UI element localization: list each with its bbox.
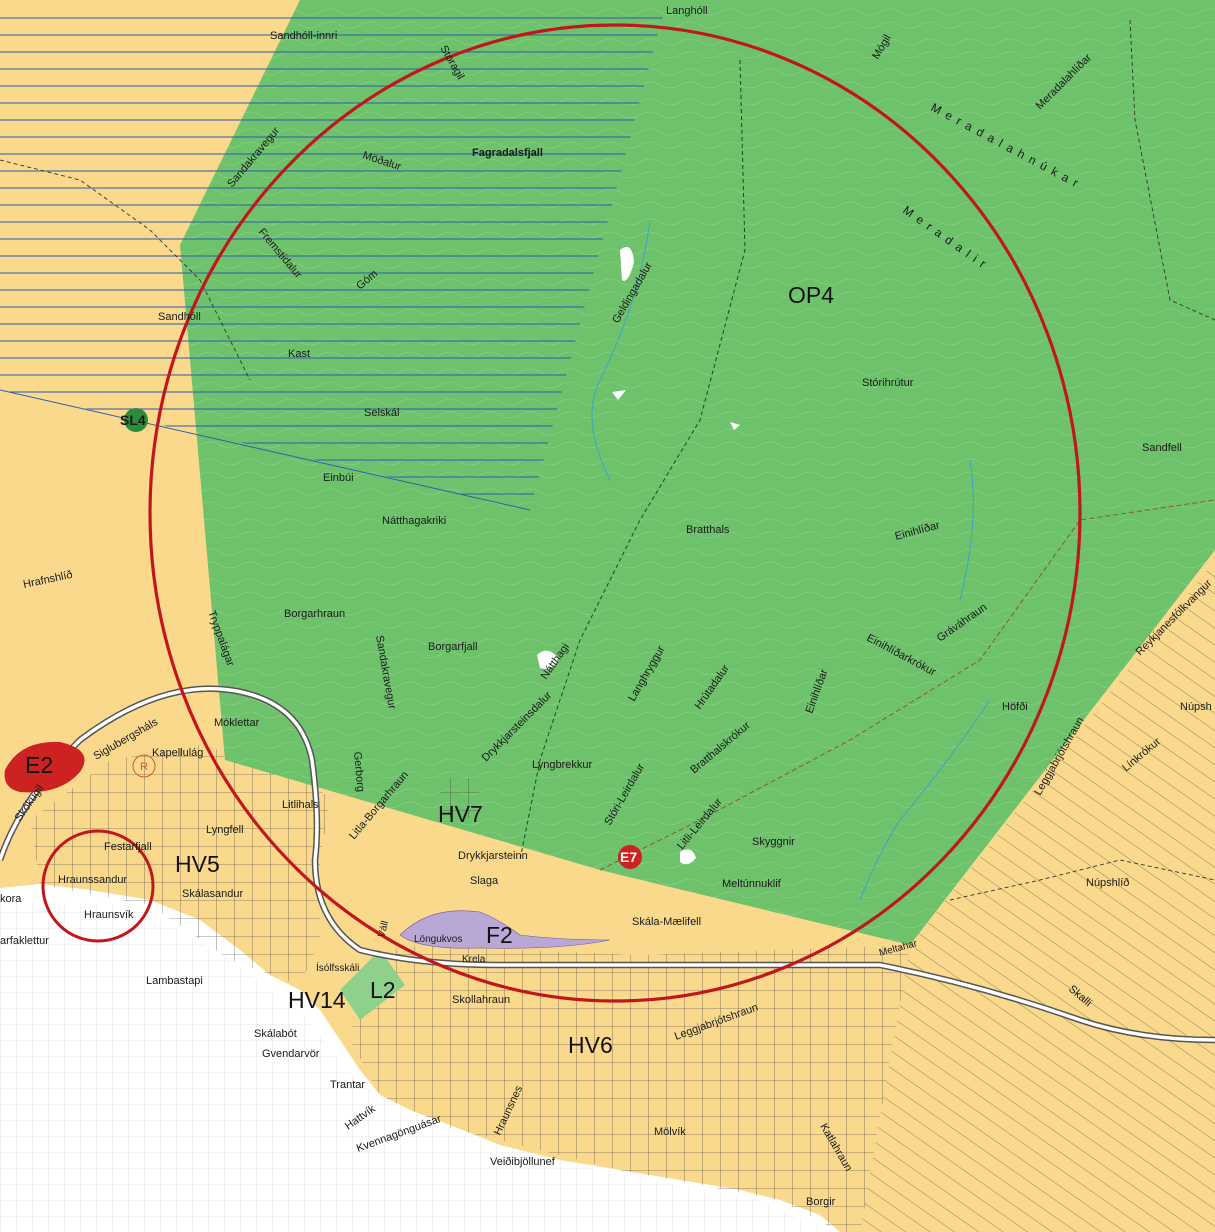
place-label: Skollahraun	[452, 994, 510, 1006]
place-label: Trantar	[330, 1079, 365, 1091]
place-label: Gvendarvör	[262, 1048, 320, 1060]
place-label: Meltúnnuklif	[722, 878, 782, 890]
place-label: Kapellulág	[152, 747, 203, 759]
place-label: Skálabót	[254, 1028, 297, 1040]
place-label: Ísólfsskáli	[316, 961, 359, 974]
r-symbol: R	[140, 761, 148, 773]
place-label: Nátthagakriki	[382, 515, 446, 527]
snow-patch	[730, 422, 740, 430]
stream	[591, 219, 651, 481]
place-label: Gerborg	[351, 751, 366, 792]
marker-r[interactable]	[132, 754, 156, 778]
place-label: Skála-Mælifell	[632, 916, 701, 928]
trail	[949, 859, 1215, 901]
zone-hv6-area	[350, 945, 910, 1232]
place-label: Selskál	[364, 407, 399, 419]
zone-label-hv5: HV5	[175, 851, 220, 877]
place-label: Núpshlíð	[1086, 877, 1129, 889]
highlight-circle-small	[41, 829, 155, 943]
place-label: Lambastapi	[146, 975, 203, 987]
zone-label-e7: E7	[620, 849, 637, 865]
marker-e7[interactable]	[618, 845, 642, 869]
zone-label-hv6: HV6	[568, 1032, 613, 1058]
zone-label-op4: OP4	[788, 282, 834, 308]
place-label: Lyngfell	[206, 824, 244, 836]
zone-label-hv7: HV7	[438, 801, 483, 827]
snow-patch	[537, 650, 558, 669]
place-label: Krela	[462, 954, 486, 965]
place-label: Litlihals	[282, 799, 319, 811]
trail	[0, 159, 251, 381]
trail	[519, 59, 746, 861]
zone-label-e2: E2	[25, 752, 53, 778]
place-label: Hraunsvík	[84, 909, 134, 921]
place-label: Veiðibjöllunef	[490, 1156, 556, 1168]
zone-hv7-area	[440, 778, 480, 818]
place-label: Skálasandur	[182, 888, 243, 900]
place-label: Einbúi	[323, 472, 354, 484]
zone-label-f2: F2	[486, 922, 513, 948]
place-label: Sandfell	[1142, 442, 1182, 454]
place-label: Mölvík	[654, 1126, 686, 1138]
place-label: Móklettar	[214, 717, 260, 729]
place-label: Borgarfjall	[428, 641, 478, 653]
reserve-hatch-east	[860, 560, 1215, 1232]
place-label: Festarfjall	[104, 841, 152, 853]
place-label: Fagradalsfjall	[472, 147, 543, 159]
place-label: Löngukvos	[414, 934, 462, 945]
place-label: Borgarhraun	[284, 608, 345, 620]
road-inner	[0, 686, 1215, 1042]
zone-hv5-area	[30, 745, 330, 985]
place-label: Kast	[288, 348, 310, 360]
sea-grid	[0, 900, 830, 1232]
place-label: Sandhóll	[158, 311, 201, 323]
place-label: arfaklettur	[0, 935, 49, 947]
stream	[859, 699, 991, 901]
place-label: Núpsh (Vest	[1180, 701, 1215, 713]
zone-label-l2: L2	[370, 977, 396, 1003]
place-label: Stórihrútur	[862, 377, 914, 389]
place-label: Hraunssandur	[58, 874, 127, 886]
place-label: kora	[0, 893, 22, 905]
place-label: Bratthals	[686, 524, 730, 536]
zone-e2-area	[4, 741, 85, 793]
zone-l2-area	[340, 950, 405, 1020]
place-label: Slaga	[470, 875, 499, 887]
zone-label-hv14: HV14	[288, 987, 346, 1013]
place-label: Borgir	[806, 1196, 836, 1208]
place-label: Skyggnir	[752, 836, 795, 848]
place-label: Höfði	[1002, 701, 1028, 713]
trail	[1129, 19, 1215, 321]
highlight-circle-large	[148, 23, 1082, 1003]
zone-label-sl4: SL4	[120, 412, 146, 428]
stream	[959, 459, 974, 601]
hatch-boundary	[0, 389, 531, 511]
place-label: Langhóll	[666, 5, 708, 17]
place-label: Sandhóll-innri	[270, 30, 337, 42]
marker-sl4[interactable]	[124, 408, 148, 432]
place-label: Drykkjarsteinn	[458, 850, 528, 862]
place-label: Lyngbrekkur	[532, 759, 592, 771]
place-label: Váll	[376, 920, 391, 939]
snow-patch	[680, 849, 696, 865]
snow-patch	[612, 390, 626, 400]
zone-f2-area	[399, 910, 611, 949]
snow-patch	[620, 246, 634, 281]
